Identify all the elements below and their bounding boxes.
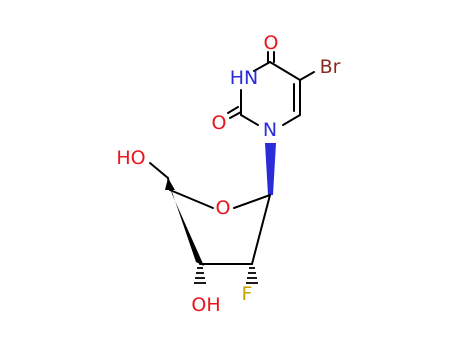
atom-label-ho-5prime: HO (116, 147, 145, 169)
pyrimidine-bonds (227, 51, 315, 126)
hash-bond-c2prime-f (246, 267, 258, 284)
atom-label-n1: N (263, 119, 277, 141)
bond-c5-br (299, 71, 315, 81)
bond-c2-o-a (229, 111, 242, 119)
atom-label-oh-3prime: OH (191, 294, 220, 316)
bond-c4-c5 (269, 61, 301, 81)
bond-n1-c2 (240, 114, 259, 126)
bond-c2-o-b (227, 106, 239, 114)
bond-o4prime-c4prime (169, 189, 214, 209)
wedge-bond-n1-c1prime (265, 143, 276, 195)
bond-c1prime-c2prime (251, 194, 271, 265)
atom-label-br: Br (320, 56, 341, 78)
bond-c5prime-o5prime (149, 162, 169, 179)
bond-c4-n3 (253, 61, 271, 72)
bond-c1prime-o4prime (233, 194, 271, 209)
wedge-bond-c4prime-c5prime (165, 178, 175, 190)
atom-label-o-top: O (264, 32, 279, 54)
atom-label-o-left: O (212, 112, 227, 134)
hash-bond-c3prime-oh (194, 267, 206, 284)
atom-label-o-ring: O (216, 197, 231, 219)
bond-c6-n1 (282, 114, 301, 126)
atom-label-nh: HN (230, 67, 259, 89)
atom-label-f-2prime: F (242, 283, 253, 305)
